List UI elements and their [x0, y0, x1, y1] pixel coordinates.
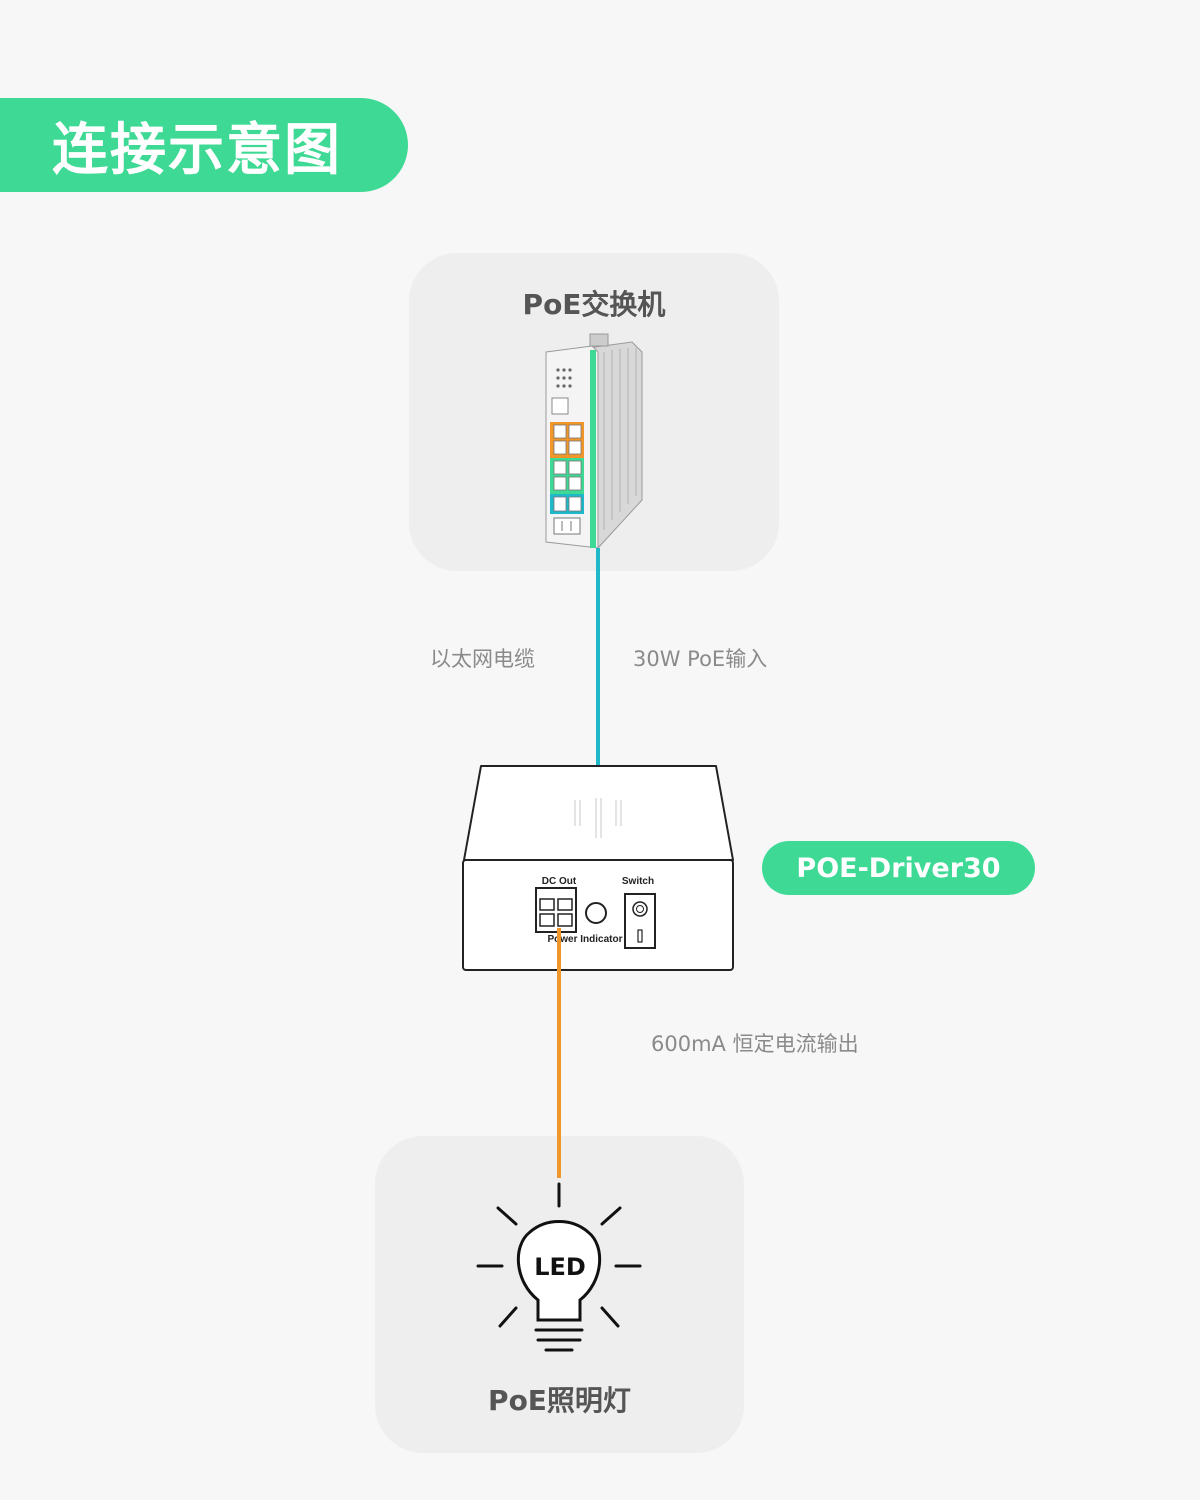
switch-label: Switch — [622, 876, 654, 887]
poe-switch-title: PoE交换机 — [522, 288, 666, 321]
ethernet-cable-label: 以太网电缆 — [430, 647, 535, 671]
led-bulb-text: LED — [534, 1253, 586, 1281]
poe-driver-device-icon — [462, 765, 734, 971]
constant-current-label: 600mA 恒定电流输出 — [651, 1032, 859, 1056]
poe-light-title: PoE照明灯 — [488, 1384, 631, 1417]
driver-model-badge: POE-Driver30 — [762, 841, 1035, 895]
dc-out-label: DC Out — [542, 876, 577, 887]
poe-input-label: 30W PoE输入 — [633, 647, 768, 671]
power-indicator-label: Power Indicator — [547, 934, 622, 945]
poe-switch-device-icon — [545, 333, 643, 549]
led-bulb-icon — [476, 1182, 642, 1352]
page-title: 连接示意图 — [0, 98, 408, 192]
